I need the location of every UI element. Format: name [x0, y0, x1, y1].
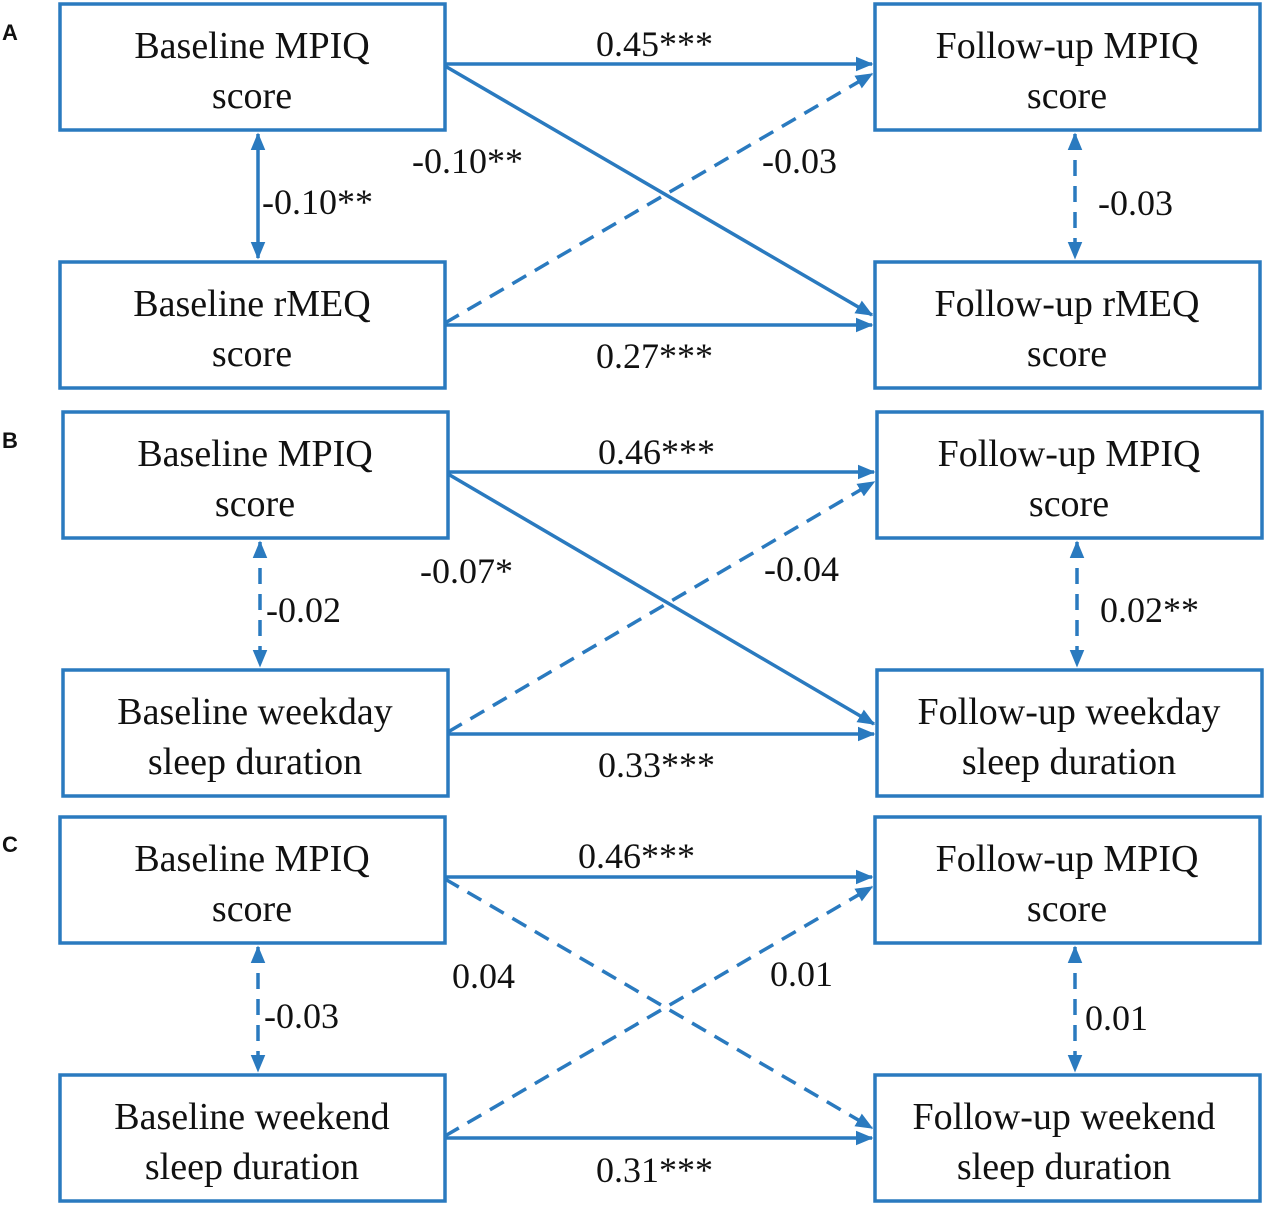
panel-label-c: C — [2, 832, 18, 857]
panel-a: A Baseline MPIQ score Baseline rMEQ scor… — [2, 2, 1262, 390]
arrow-cross-up-c — [444, 885, 874, 1138]
coef-cross-down-c: 0.04 — [452, 956, 515, 996]
baseline-mpiq-box-b — [61, 410, 450, 540]
followup-mpiq-box-c — [873, 815, 1262, 945]
baseline-weekend-box-c — [58, 1073, 447, 1203]
baseline-mpiq-line1-c: Baseline MPIQ — [134, 838, 369, 880]
baseline-rmeq-line1-a: Baseline rMEQ — [133, 283, 370, 325]
coef-right-corr-b: 0.02** — [1100, 590, 1199, 630]
coef-left-corr-a: -0.10** — [262, 182, 373, 222]
followup-mpiq-box-b — [875, 410, 1264, 540]
followup-mpiq-line1-a: Follow-up MPIQ — [936, 25, 1199, 67]
baseline-weekday-box-b — [61, 668, 450, 798]
followup-weekend-box-c — [873, 1073, 1262, 1203]
baseline-weekend-line1-c: Baseline weekend — [114, 1096, 389, 1138]
panel-label-a: A — [2, 20, 18, 45]
coef-left-corr-b: -0.02 — [266, 590, 341, 630]
coef-bottom-path-c: 0.31*** — [596, 1150, 713, 1190]
coef-left-corr-c: -0.03 — [264, 996, 339, 1036]
coef-top-path-c: 0.46*** — [578, 836, 695, 876]
followup-rmeq-box-a — [873, 260, 1262, 390]
followup-mpiq-box-a — [873, 2, 1262, 132]
baseline-mpiq-line1-a: Baseline MPIQ — [134, 25, 369, 67]
baseline-mpiq-line1-b: Baseline MPIQ — [137, 433, 372, 475]
arrow-cross-down-b — [447, 472, 876, 726]
coef-bottom-path-a: 0.27*** — [596, 336, 713, 376]
coef-top-path-a: 0.45*** — [596, 24, 713, 64]
followup-mpiq-line2-c: score — [1027, 888, 1107, 930]
baseline-weekday-line2-b: sleep duration — [148, 741, 362, 783]
panel-c: C Baseline MPIQ score Baseline weekend s… — [2, 815, 1262, 1203]
panel-b: B Baseline MPIQ score Baseline weekday s… — [2, 410, 1264, 798]
coef-cross-down-b: -0.07* — [420, 551, 513, 591]
baseline-mpiq-box-a — [58, 2, 447, 132]
coef-right-corr-a: -0.03 — [1098, 183, 1173, 223]
followup-rmeq-line2-a: score — [1027, 333, 1107, 375]
baseline-mpiq-line2-b: score — [215, 483, 295, 525]
followup-weekend-line1-c: Follow-up weekend — [913, 1096, 1216, 1138]
arrow-cross-up-b — [447, 480, 876, 734]
baseline-rmeq-line2-a: score — [212, 333, 292, 375]
coef-cross-down-a: -0.10** — [412, 141, 523, 181]
baseline-mpiq-line2-a: score — [212, 75, 292, 117]
panel-label-b: B — [2, 428, 18, 453]
baseline-weekend-line2-c: sleep duration — [145, 1146, 359, 1188]
followup-rmeq-line1-a: Follow-up rMEQ — [935, 283, 1200, 325]
coef-bottom-path-b: 0.33*** — [598, 745, 715, 785]
followup-mpiq-line1-c: Follow-up MPIQ — [936, 838, 1199, 880]
arrow-cross-up-a — [444, 72, 874, 325]
arrow-cross-down-c — [444, 877, 874, 1130]
followup-mpiq-line2-a: score — [1027, 75, 1107, 117]
arrow-cross-down-a — [444, 64, 874, 317]
followup-weekday-line1-b: Follow-up weekday — [918, 691, 1221, 733]
coef-cross-up-c: 0.01 — [770, 954, 833, 994]
baseline-mpiq-line2-c: score — [212, 888, 292, 930]
followup-weekend-line2-c: sleep duration — [957, 1146, 1171, 1188]
coef-cross-up-b: -0.04 — [764, 549, 839, 589]
coef-top-path-b: 0.46*** — [598, 432, 715, 472]
coef-right-corr-c: 0.01 — [1085, 998, 1148, 1038]
baseline-mpiq-box-c — [58, 815, 447, 945]
baseline-rmeq-box-a — [58, 260, 447, 390]
followup-weekday-line2-b: sleep duration — [962, 741, 1176, 783]
baseline-weekday-line1-b: Baseline weekday — [117, 691, 392, 733]
followup-weekday-box-b — [875, 668, 1264, 798]
followup-mpiq-line2-b: score — [1029, 483, 1109, 525]
followup-mpiq-line1-b: Follow-up MPIQ — [938, 433, 1201, 475]
coef-cross-up-a: -0.03 — [762, 141, 837, 181]
